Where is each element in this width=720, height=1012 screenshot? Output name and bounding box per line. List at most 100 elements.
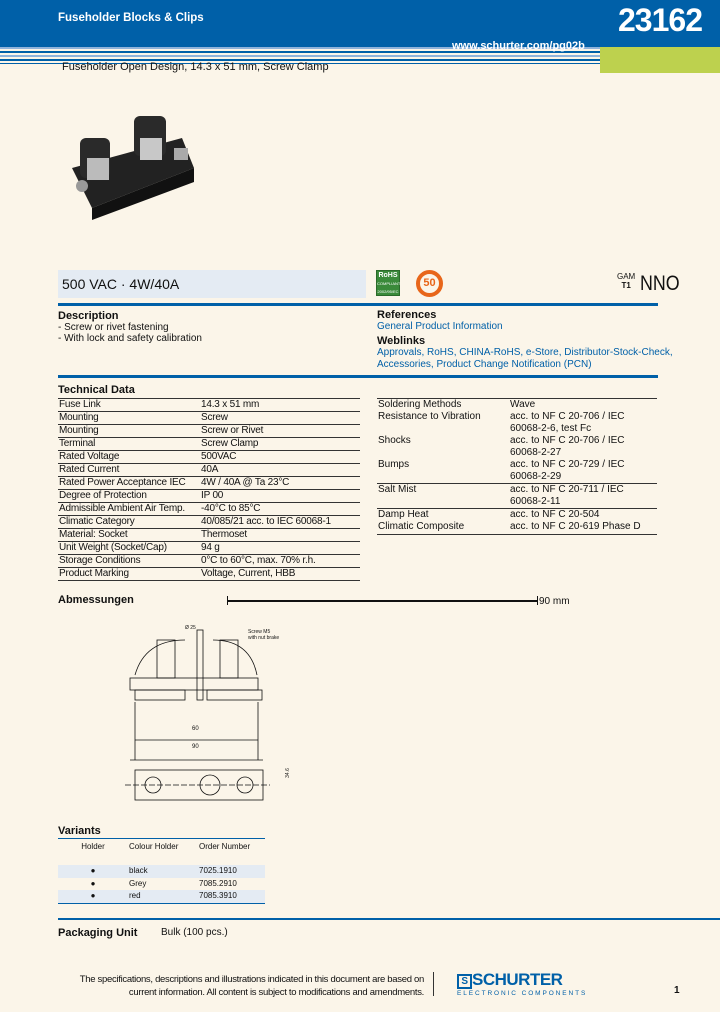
- value: acc. to NF C 20-504: [510, 509, 600, 521]
- header-stripe: [0, 59, 600, 61]
- label: Mounting: [59, 425, 99, 436]
- colour: red: [129, 891, 141, 901]
- references-title: References: [377, 309, 437, 321]
- label: Damp Heat: [378, 509, 429, 521]
- dim-60: 60: [192, 726, 199, 732]
- disclaimer-line2: current information. All content is subj…: [128, 987, 424, 998]
- value: 0°C to 60°C, max. 70% r.h.: [201, 555, 316, 566]
- description-title: Description: [58, 310, 119, 322]
- nno-mark: NNO: [640, 272, 680, 295]
- weblinks-line2[interactable]: Accessories, Product Change Notification…: [377, 359, 592, 370]
- drawing-base-left: [134, 689, 186, 701]
- dim-90: 90: [192, 744, 199, 750]
- header-stripe: [0, 51, 600, 53]
- dim-note: Ø 25: [185, 625, 196, 631]
- value: acc. to NF C 20-711 / IEC 60068-2-11: [510, 484, 624, 508]
- header-band: [0, 0, 720, 47]
- order-number[interactable]: 7085.3910: [199, 891, 237, 901]
- technical-data-title: Technical Data: [58, 384, 135, 396]
- description-section: Description - Screw or rivet fastening -…: [58, 310, 202, 344]
- label: Soldering Methods: [378, 399, 462, 410]
- weblinks-title: Weblinks: [377, 335, 426, 347]
- label: Resistance to Vibration: [378, 411, 481, 423]
- rohs-badge: RoHS COMPLIANT 2002/95/EC: [376, 270, 400, 296]
- disclaimer-line1: The specifications, descriptions and ill…: [79, 974, 425, 985]
- table-row: Damp Heat acc. to NF C 20-504: [377, 509, 657, 522]
- drawing-clip-left: [156, 639, 176, 679]
- holder-dot: ●: [90, 866, 96, 875]
- divider: [58, 375, 658, 378]
- label: Storage Conditions: [59, 555, 141, 566]
- scale-bar: [227, 600, 537, 602]
- value: Screw or Rivet: [201, 425, 264, 436]
- label: Rated Power Acceptance IEC: [59, 477, 186, 488]
- description-item: - With lock and safety calibration: [58, 333, 202, 344]
- value: Screw Clamp: [201, 438, 259, 449]
- packaging-title: Packaging Unit: [58, 927, 138, 939]
- references-section: References General Product Information W…: [377, 309, 673, 371]
- drawing-clip-right: [219, 639, 239, 679]
- table-row: Admissible Ambient Air Temp.-40°C to 85°…: [58, 503, 360, 516]
- rohs-sub: COMPLIANT: [377, 281, 401, 286]
- label: Rated Current: [59, 464, 120, 475]
- dimension-drawing: [125, 629, 270, 801]
- label: Admissible Ambient Air Temp.: [59, 503, 185, 514]
- drawing-base: [129, 677, 259, 691]
- scale-tick: [227, 596, 228, 605]
- label: Bumps: [378, 459, 410, 471]
- value: 4W / 40A @ Ta 23°C: [201, 477, 290, 488]
- table-row: Storage Conditions 0°C to 60°C, max. 70% …: [58, 555, 360, 568]
- rohs-dir: 2002/95/EC: [377, 289, 399, 294]
- col-colour: Colour Holder: [129, 842, 179, 851]
- label: Fuse Link: [59, 399, 101, 410]
- label: Mounting: [59, 412, 99, 423]
- value: IP 00: [201, 490, 224, 501]
- colour: Grey: [129, 878, 147, 888]
- table-row: Rated Power Acceptance IEC 4W / 40A @ Ta …: [58, 477, 360, 490]
- label: Rated Voltage: [59, 451, 120, 462]
- packaging-value: Bulk (100 pcs.): [161, 927, 228, 938]
- divider: [433, 972, 434, 996]
- general-product-info-link[interactable]: General Product Information: [377, 321, 503, 332]
- china-rohs-50-icon: 50: [416, 270, 443, 297]
- label: Climatic Composite: [378, 521, 465, 533]
- label: Material: Socket: [59, 529, 128, 540]
- scale-label: 90 mm: [539, 596, 570, 607]
- table-row: Mounting Screw: [58, 412, 360, 425]
- holder-dot: ●: [90, 878, 96, 888]
- col-holder: Holder: [81, 842, 105, 851]
- order-number[interactable]: 7025.1910: [199, 866, 237, 875]
- value: 94 g: [201, 542, 220, 553]
- description-item: - Screw or rivet fastening: [58, 322, 169, 333]
- divider: [58, 838, 265, 839]
- col-order: Order Number: [199, 842, 251, 851]
- website-link[interactable]: www.schurter.com/pg02b: [452, 40, 585, 52]
- page-number: 1: [674, 985, 680, 996]
- label: Unit Weight (Socket/Cap): [59, 542, 167, 553]
- rohs-label: RoHS: [378, 272, 398, 279]
- product-subtitle: Fuseholder Open Design, 14.3 x 51 mm, Sc…: [62, 61, 329, 73]
- table-row: Climatic Composite acc. to NF C 20-619 Ph…: [377, 521, 657, 535]
- table-row: Unit Weight (Socket/Cap) 94 g: [58, 542, 360, 555]
- value: Screw: [201, 412, 228, 423]
- value: Thermoset: [201, 529, 247, 540]
- variants-title: Variants: [58, 825, 101, 837]
- holder-dot: ●: [90, 891, 96, 901]
- weblinks-line1[interactable]: Approvals, RoHS, CHINA-RoHS, e-Store, Di…: [377, 347, 673, 358]
- order-number[interactable]: 7085.2910: [199, 878, 237, 888]
- product-photo: [72, 116, 194, 220]
- drawing-fuse: [196, 629, 204, 701]
- value: acc. to NF C 20-619 Phase D: [510, 521, 641, 533]
- label: Climatic Category: [59, 516, 135, 527]
